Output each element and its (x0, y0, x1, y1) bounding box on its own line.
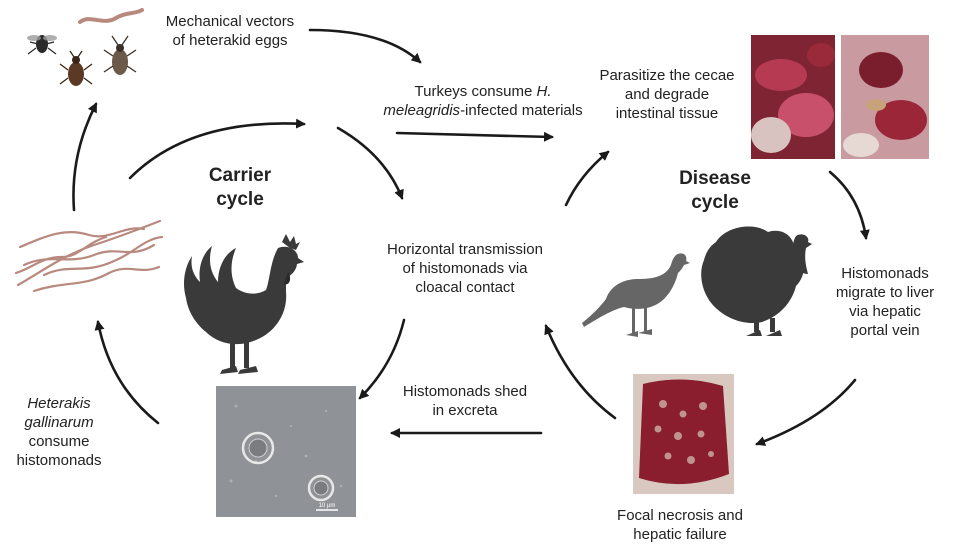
arrow-carrier-to-top (128, 118, 306, 180)
label-focal-necrosis: Focal necrosis and hepatic failure (617, 507, 743, 543)
histomonad-cell-2 (307, 474, 335, 502)
histomonad-micrograph: 10 µm (216, 386, 356, 517)
arrow-disease-up (564, 150, 610, 207)
young-turkey-silhouette-icon (582, 253, 690, 337)
label-histomonads-shed: Histomonads shed in excreta (402, 383, 528, 419)
histomonad-cell-1 (241, 431, 275, 465)
arrow-turkeys-to-parasitize (395, 131, 554, 142)
cecae-photo (751, 35, 929, 159)
arrow-horizontal-to-micrograph (358, 318, 406, 400)
arrow-vectors-to-turkeys (308, 28, 422, 64)
carrier-cycle-title: Carrier cycle (208, 165, 272, 210)
arrow-cecae-to-migrate (828, 170, 870, 240)
earthworm-icon (78, 8, 144, 24)
label-horizontal-transmission: Horizontal transmission of histomonads v… (387, 241, 543, 296)
scale-bar-label: 10 µm (319, 503, 336, 509)
label-parasitize-cecae: Parasitize the cecae and degrade intesti… (599, 67, 735, 122)
liver-necrosis-photo (633, 374, 734, 494)
insect-vectors-icon (27, 8, 144, 86)
disease-cycle-title: Disease cycle (679, 168, 751, 213)
arrow-migrate-to-necrosis (755, 378, 857, 446)
fly-icon (27, 35, 57, 55)
beetle-icon (59, 50, 93, 86)
label-heterakis-gallinarum: Heterakis gallinarum consume histomonads (16, 395, 102, 469)
label-mechanical-vectors: Mechanical vectors of heterakid eggs (165, 13, 295, 49)
arrow-worms-to-vectors (72, 102, 98, 212)
arrow-necrosis-to-horizontal (544, 324, 617, 420)
label-turkeys-consume: Turkeys consume H. meleagridis-infected … (383, 83, 583, 119)
rooster-silhouette-icon (184, 234, 304, 374)
heterakis-worms-icon (14, 219, 164, 293)
adult-turkey-silhouette-icon (701, 226, 812, 336)
arrow-heterakis-to-worms (94, 320, 160, 425)
label-migrate-liver: Histomonads migrate to liver via hepatic… (835, 265, 935, 339)
cockroach-icon (103, 35, 137, 75)
arrow-top-to-horizontal (336, 126, 404, 200)
